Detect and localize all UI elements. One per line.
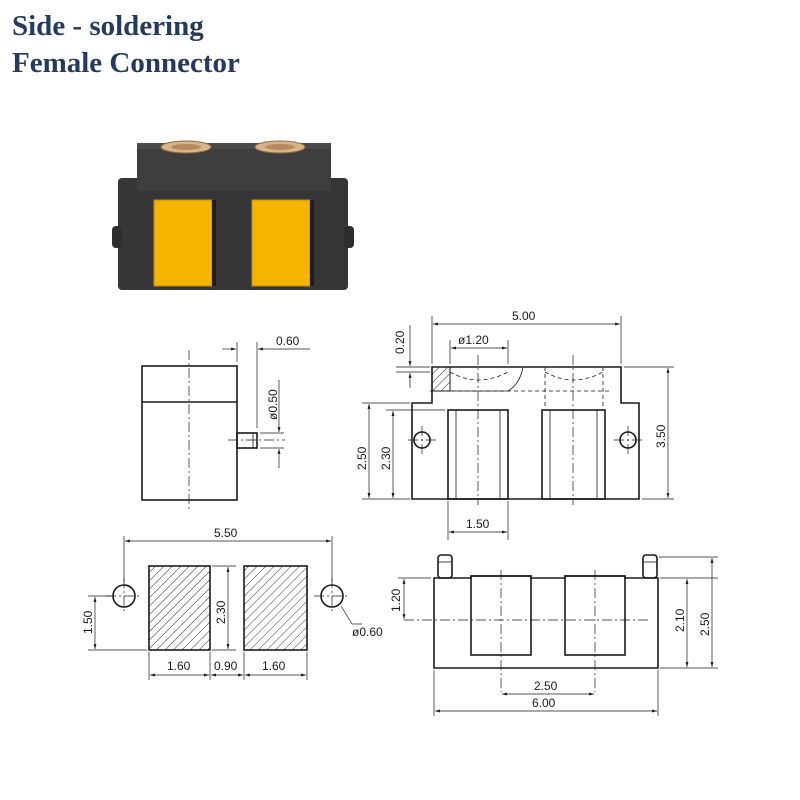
bottom-view: 5.50 1.50 2.30 ø0.60 1.60 0.90 1.60 [81,526,383,680]
dim-front-height-total: 3.50 [654,424,668,448]
dim-side-pin-dia: ø0.50 [266,389,280,420]
dim-bottom-gap: 0.90 [214,659,238,673]
dim-front-width: 5.00 [512,309,536,323]
dim-bottom-pad-width-right: 1.60 [262,659,286,673]
title-line-1: Side - soldering [12,10,204,42]
dim-front-height-inner: 2.30 [379,446,393,470]
dim-rear-width: 6.00 [532,696,556,710]
title-line-2: Female Connector [12,47,240,79]
dim-bottom-post-dia: ø0.60 [352,625,383,639]
dim-front-hole-dia: ø1.20 [458,333,489,347]
side-view: 0.60 ø0.50 [141,334,310,512]
dim-bottom-pad-height: 1.50 [81,610,95,634]
dim-front-slot-width: 1.50 [466,517,490,531]
dim-side-pin-length: 0.60 [276,334,300,348]
dim-bottom-pad-width-left: 1.60 [167,659,191,673]
dim-bottom-span: 5.50 [214,526,238,540]
rear-view: 1.20 2.10 2.50 2.50 6.00 [389,554,718,716]
dim-rear-slot-top: 1.20 [389,588,403,612]
connector-photo-icon [112,140,354,290]
front-view: 5.00 0.20 ø1.20 2.50 2.30 3.50 1.50 [355,309,674,540]
dim-rear-pitch: 2.50 [534,679,558,693]
dim-front-step: 0.20 [393,330,407,354]
dim-bottom-pad-length: 2.30 [214,600,228,624]
page-title: Side - soldering Female Connector [12,8,240,82]
dim-rear-body-height: 2.10 [673,608,687,632]
dim-rear-total-height: 2.50 [698,612,712,636]
dim-front-height-outer: 2.50 [355,446,369,470]
